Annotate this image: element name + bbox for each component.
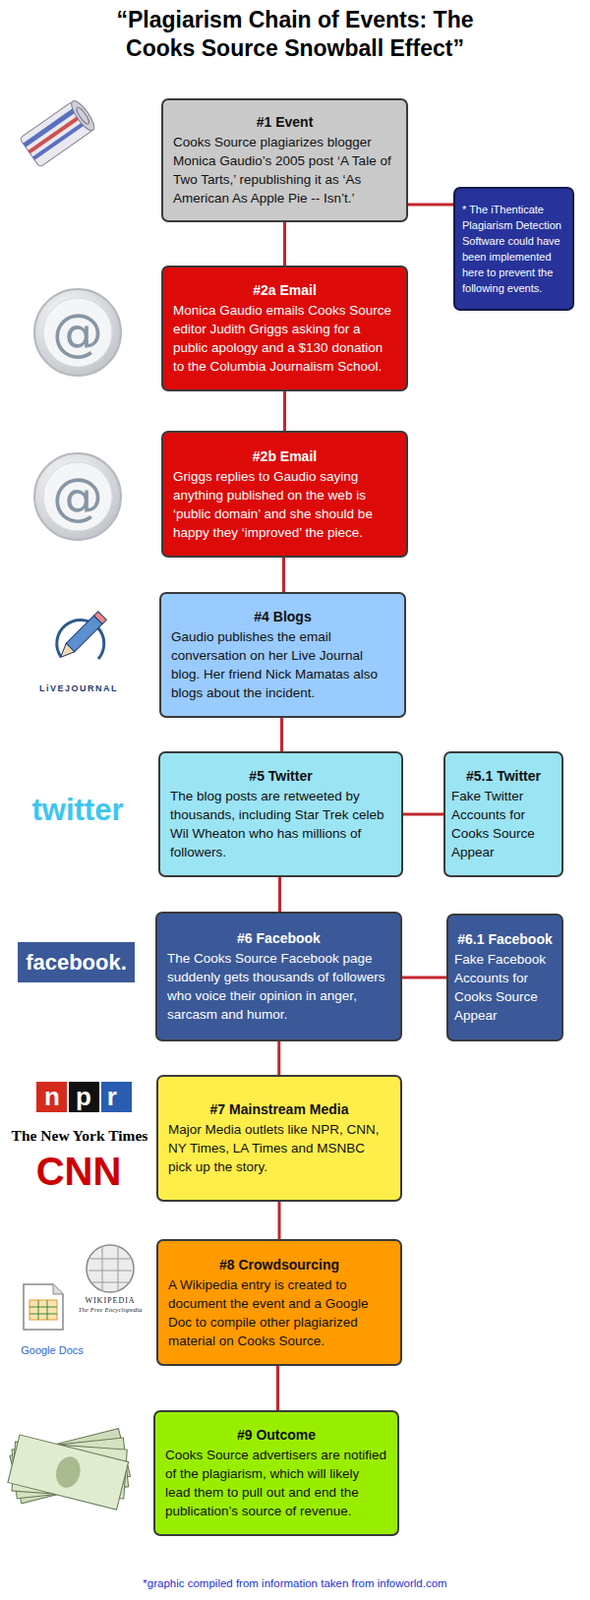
box-body: Fake Facebook Accounts for Cooks Source … xyxy=(454,949,556,1025)
pencil-body xyxy=(65,615,103,652)
money-stack xyxy=(7,1428,131,1510)
puzzle-lines xyxy=(88,1245,132,1292)
google-docs-label: Google Docs xyxy=(7,1343,97,1357)
livejournal-logo-text: LiVEJOURNAL xyxy=(27,682,130,695)
box-heading: #1 Event xyxy=(173,113,397,132)
box-body: * The iThenticate Plagiarism Detection S… xyxy=(462,201,566,296)
doc-grid xyxy=(29,1299,58,1320)
pencil xyxy=(56,611,107,662)
connector-line xyxy=(276,1365,280,1411)
roll-spiral xyxy=(74,106,91,126)
media-box: #7 Mainstream MediaMajor Media outlets l… xyxy=(156,1074,403,1202)
connector-line xyxy=(283,222,287,266)
outcome-box: #9 OutcomeCooks Source advertisers are n… xyxy=(153,1410,400,1536)
globe xyxy=(86,1244,134,1293)
box-heading: #6.1 Facebook xyxy=(454,930,556,949)
email-symbol: @ xyxy=(48,467,108,527)
wikipedia-tagline: The Free Encyclopedia xyxy=(70,1305,150,1315)
box-body: Fake Twitter Accounts for Cooks Source A… xyxy=(451,786,556,862)
facebook-logo xyxy=(17,942,135,983)
twitter-side-box: #5.1 TwitterFake Twitter Accounts for Co… xyxy=(443,751,564,878)
box-body: Gaudio publishes the email conversation … xyxy=(171,627,395,703)
icon-disc-inner xyxy=(43,297,113,367)
pencil-tip xyxy=(56,643,74,661)
email-symbol: @ xyxy=(48,302,108,362)
box-heading: #7 Mainstream Media xyxy=(168,1100,391,1120)
cnn-logo-text: CNN xyxy=(29,1148,128,1194)
paper-stripe xyxy=(22,106,79,148)
twitter-box: #5 TwitterThe blog posts are retweeted b… xyxy=(158,751,404,878)
npr-logo-text: npr xyxy=(36,1081,132,1113)
npr-logo xyxy=(36,1081,132,1113)
doc-fold xyxy=(53,1284,63,1295)
icon-disc xyxy=(34,289,121,376)
diagram-title: “Plagiarism Chain of Events: The Cooks S… xyxy=(98,5,492,63)
source-caption: *graphic compiled from information taken… xyxy=(0,1576,590,1591)
email-box: #2a EmailMonica Gaudio emails Cooks Sour… xyxy=(161,265,409,392)
facebook-box: #6 FacebookThe Cooks Source Facebook pag… xyxy=(155,911,403,1042)
box-body: Cooks Source advertisers are notified of… xyxy=(165,1445,388,1521)
crowdsourcing-box: #8 CrowdsourcingA Wikipedia entry is cre… xyxy=(156,1239,403,1366)
box-heading: #2a Email xyxy=(173,281,397,300)
icon-disc xyxy=(34,453,121,540)
box-heading: #8 Crowdsourcing xyxy=(168,1255,391,1275)
doc-page xyxy=(23,1284,63,1330)
google-docs-icon xyxy=(23,1284,63,1330)
event-box: #1 EventCooks Source plagiarizes blogger… xyxy=(161,98,409,223)
box-heading: #6 Facebook xyxy=(167,929,391,948)
pencil-eraser xyxy=(94,611,108,625)
connector-line xyxy=(402,976,447,980)
connector-line xyxy=(283,391,287,431)
box-heading: #5.1 Twitter xyxy=(451,767,556,786)
box-body: Major Media outlets like NPR, CNN, NY Ti… xyxy=(168,1120,391,1177)
facebook-logo-text: facebook. xyxy=(17,942,135,983)
box-heading: #5 Twitter xyxy=(170,767,392,786)
connector-line xyxy=(277,1041,281,1075)
bill-portrait xyxy=(53,1454,84,1491)
box-body: The Cooks Source Facebook page suddenly … xyxy=(167,948,391,1024)
connector-line xyxy=(282,557,286,592)
nyt-logo-text: The New York Times xyxy=(1,1125,158,1146)
paper-stripe xyxy=(27,113,83,154)
connector-line xyxy=(278,877,282,912)
email-box: #2b EmailGriggs replies to Gaudio saying… xyxy=(161,430,409,558)
icon-disc-inner xyxy=(43,462,113,531)
livejournal-icon xyxy=(56,611,107,662)
email-icon xyxy=(34,289,121,376)
box-heading: #9 Outcome xyxy=(165,1425,388,1445)
roll-end xyxy=(67,97,98,133)
box-heading: #4 Blogs xyxy=(171,607,395,627)
connector-line xyxy=(280,717,284,752)
box-body: Cooks Source plagiarizes blogger Monica … xyxy=(173,132,397,208)
box-body: Monica Gaudio emails Cooks Source editor… xyxy=(173,300,397,376)
box-body: The blog posts are retweeted by thousand… xyxy=(170,786,392,862)
twitter-logo-text: twitter xyxy=(13,792,142,828)
bill xyxy=(7,1434,129,1510)
bill-face xyxy=(7,1434,129,1510)
email-icon xyxy=(34,453,121,540)
connector-line xyxy=(278,1201,282,1239)
blogs-box: #4 BlogsGaudio publishes the email conve… xyxy=(159,591,407,718)
facebook-side-box: #6.1 FacebookFake Facebook Accounts for … xyxy=(446,913,564,1042)
wikipedia-globe xyxy=(86,1244,134,1293)
note-box: * The iThenticate Plagiarism Detection S… xyxy=(453,186,575,311)
connector-line xyxy=(408,203,454,207)
wikipedia-logo-text: WIKIPEDIA xyxy=(70,1296,150,1306)
box-body: Griggs replies to Gaudio saying anything… xyxy=(173,467,397,542)
connector-line xyxy=(403,813,444,817)
paper-stripe xyxy=(32,119,88,161)
box-heading: #2b Email xyxy=(173,447,397,467)
doc-grid-lines xyxy=(29,1299,58,1320)
box-body: A Wikipedia entry is created to document… xyxy=(168,1275,391,1351)
newspaper-icon xyxy=(19,97,99,168)
